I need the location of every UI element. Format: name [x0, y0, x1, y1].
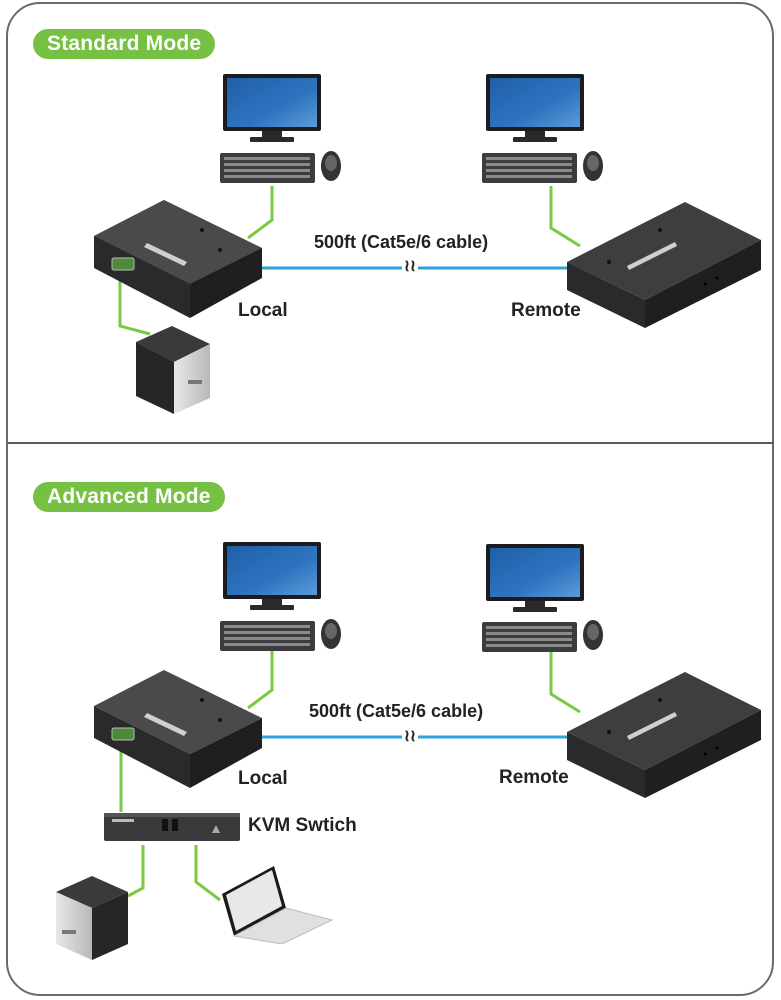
local-label: Local — [238, 768, 288, 789]
monitor-icon — [223, 74, 321, 142]
local-kb-wire — [247, 650, 274, 710]
cable-break-symbol: ≀≀ — [402, 726, 418, 746]
advanced-mode-badge: Advanced Mode — [33, 482, 225, 512]
monitor-icon — [223, 542, 321, 610]
mouse-icon — [583, 151, 603, 181]
cable-label: 500ft (Cat5e/6 cable) — [309, 701, 484, 721]
pc-wire — [118, 268, 151, 336]
kvm-switch-device — [104, 813, 240, 841]
cable-label: 500ft (Cat5e/6 cable) — [314, 232, 489, 252]
monitor-icon — [486, 74, 584, 142]
local-extender-device — [94, 670, 262, 788]
keyboard-icon — [482, 622, 577, 652]
local-extender-device — [94, 200, 262, 318]
remote-extender-device — [567, 202, 761, 328]
kvm-switch-label: KVM Swtich — [248, 815, 357, 836]
local-label: Local — [238, 300, 288, 321]
keyboard-icon — [220, 621, 315, 651]
standard-mode-badge: Standard Mode — [33, 29, 216, 59]
monitor-icon — [486, 544, 584, 612]
keyboard-icon — [220, 153, 315, 183]
section-divider — [8, 442, 774, 444]
diagram-frame — [6, 2, 774, 996]
keyboard-icon — [482, 153, 577, 183]
laptop-icon — [222, 866, 334, 944]
remote-extender-device — [567, 672, 761, 798]
mouse-icon — [583, 620, 603, 650]
pc-tower-icon — [136, 326, 210, 414]
remote-kb-wire — [549, 652, 581, 714]
remote-label: Remote — [511, 300, 581, 321]
local-kb-wire — [247, 186, 274, 240]
remote-label: Remote — [499, 767, 569, 788]
cable-break-symbol: ≀≀ — [402, 256, 418, 276]
mouse-icon — [321, 619, 341, 649]
mouse-icon — [321, 151, 341, 181]
kvm-laptop-wire — [194, 845, 221, 902]
remote-kb-wire — [549, 186, 581, 248]
kvm-pc-wire — [127, 845, 145, 898]
pc-tower-icon — [56, 876, 128, 960]
